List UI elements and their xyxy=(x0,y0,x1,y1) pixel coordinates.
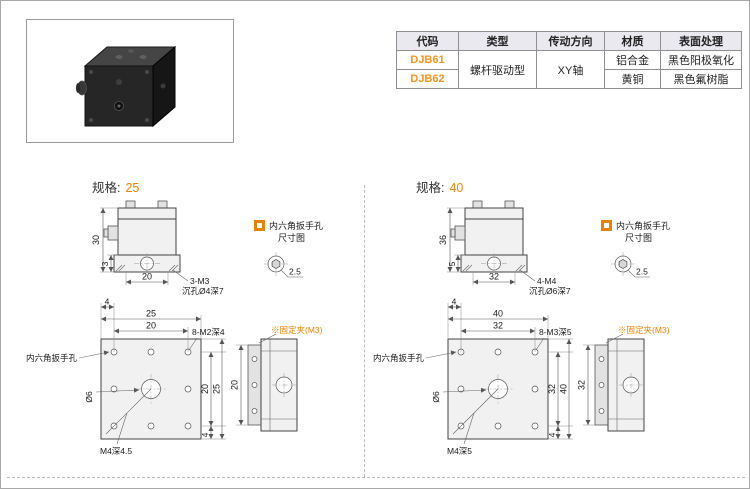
spec-drawing: 36 5 32 4-M4 沉孔Ø6深7 内六角扳手孔 尺寸图 xyxy=(373,200,670,456)
spec-value: 25 xyxy=(125,181,140,195)
dim-top-offset-bottom: 4 xyxy=(547,432,557,437)
spec-label: 规格: xyxy=(92,181,121,195)
hex-note-text-2: 尺寸图 xyxy=(625,232,652,243)
front-callout-1: 3-M3 xyxy=(190,276,210,286)
dim-front-width: 32 xyxy=(489,272,499,282)
front-callout-2: 沉孔Ø4深7 xyxy=(182,286,224,296)
dim-side-height: 32 xyxy=(577,380,587,390)
dim-top-inner-h: 20 xyxy=(200,384,210,394)
spec-heading: 规格: 25 xyxy=(92,177,139,196)
finish-cell: 黑色阳极氧化 xyxy=(660,50,742,70)
product-photo-box xyxy=(26,19,234,143)
center-thread-label: M4深4.5 xyxy=(100,446,132,456)
dim-top-inner-w: 20 xyxy=(146,321,156,331)
front-view: 36 5 32 4-M4 沉孔Ø6深7 xyxy=(438,200,571,296)
material-cell: 黄铜 xyxy=(604,69,661,89)
dim-top-inner-h: 32 xyxy=(547,384,557,394)
dim-top-offset: 4 xyxy=(105,297,110,307)
clamp-note: ※固定夹(M3) xyxy=(618,325,670,335)
front-callout-1: 4-M4 xyxy=(537,276,557,286)
finish-cell: 黑色氟树脂 xyxy=(660,69,742,89)
hex-note: 内六角扳手孔 尺寸图 2.5 xyxy=(254,220,323,278)
product-table: 代码 类型 传动方向 材质 表面处理 DJB61 螺杆驱动型 XY轴 铝合金 黑… xyxy=(396,31,742,89)
side-view: 20 ※固定夹(M3) xyxy=(230,325,323,432)
clamp-note: ※固定夹(M3) xyxy=(271,325,323,335)
dim-top-outer-w: 25 xyxy=(146,309,156,319)
dim-top-outer-h: 25 xyxy=(212,384,222,394)
table-header-row: 代码 类型 传动方向 材质 表面处理 xyxy=(396,31,742,51)
header-code: 代码 xyxy=(396,31,459,51)
direction-cell: XY轴 xyxy=(536,50,605,89)
hex-note-text-2: 尺寸图 xyxy=(278,232,305,243)
product-photo xyxy=(76,45,177,128)
top-view: 4 40 32 8-M3深5 32 4 40 内六角扳手孔 Ø6 xyxy=(373,297,573,456)
dim-top-dia: Ø6 xyxy=(84,391,94,403)
hex-note-text-1: 内六角扳手孔 xyxy=(269,220,323,231)
hex-dim: 2.5 xyxy=(636,267,648,277)
code-cell: DJB62 xyxy=(396,69,459,89)
dim-top-dia: Ø6 xyxy=(431,391,441,403)
dim-top-outer-w: 40 xyxy=(493,309,503,319)
top-view: 4 25 20 8-M2深4 20 4 25 内六角扳手孔 Ø6 xyxy=(26,297,226,456)
dim-top-outer-h: 40 xyxy=(559,384,569,394)
bottom-divider xyxy=(7,477,745,478)
type-cell: 螺杆驱动型 xyxy=(458,50,537,89)
top-callout-holes: 8-M3深5 xyxy=(539,327,572,337)
spec-section-40: 规格: 40 xyxy=(373,173,708,478)
hex-dim: 2.5 xyxy=(289,267,301,277)
spec-drawing: 30 3 20 3-M3 沉孔Ø4深7 内六角扳手孔 尺寸图 xyxy=(26,200,323,456)
header-direction: 传动方向 xyxy=(536,31,605,51)
header-material: 材质 xyxy=(604,31,661,51)
top-callout-holes: 8-M2深4 xyxy=(192,327,225,337)
spec-value: 40 xyxy=(449,181,464,195)
dim-top-inner-w: 32 xyxy=(493,321,503,331)
section-divider xyxy=(364,185,365,477)
table-row: DJB61 螺杆驱动型 XY轴 铝合金 黑色阳极氧化 xyxy=(396,50,742,89)
header-type: 类型 xyxy=(458,31,537,51)
spec-section-25: 规格: 25 xyxy=(26,173,361,478)
dim-top-offset: 4 xyxy=(452,297,457,307)
dim-front-width: 20 xyxy=(142,272,152,282)
dim-side-height: 20 xyxy=(230,380,240,390)
dim-front-height: 30 xyxy=(91,235,101,245)
hex-note: 内六角扳手孔 尺寸图 2.5 xyxy=(601,220,670,278)
dim-front-height: 36 xyxy=(438,235,448,245)
table-row: DJB62 黄铜 黑色氟树脂 xyxy=(396,69,742,89)
front-callout-2: 沉孔Ø6深7 xyxy=(529,286,571,296)
hex-note-text-1: 内六角扳手孔 xyxy=(616,220,670,231)
material-cell: 铝合金 xyxy=(604,50,661,70)
dim-top-offset-bottom: 4 xyxy=(200,432,210,437)
dim-front-step: 3 xyxy=(100,261,110,266)
dim-front-step: 5 xyxy=(447,261,457,266)
center-thread-label: M4深5 xyxy=(447,446,472,456)
spec-label: 规格: xyxy=(416,181,445,195)
side-view: 32 ※固定夹(M3) xyxy=(577,325,670,432)
spec-heading: 规格: 40 xyxy=(416,177,463,196)
header-finish: 表面处理 xyxy=(660,31,742,51)
front-view: 30 3 20 3-M3 沉孔Ø4深7 xyxy=(91,200,224,296)
wrench-hole-label: 内六角扳手孔 xyxy=(373,353,425,363)
wrench-hole-label: 内六角扳手孔 xyxy=(26,353,78,363)
code-cell: DJB61 xyxy=(396,50,459,70)
